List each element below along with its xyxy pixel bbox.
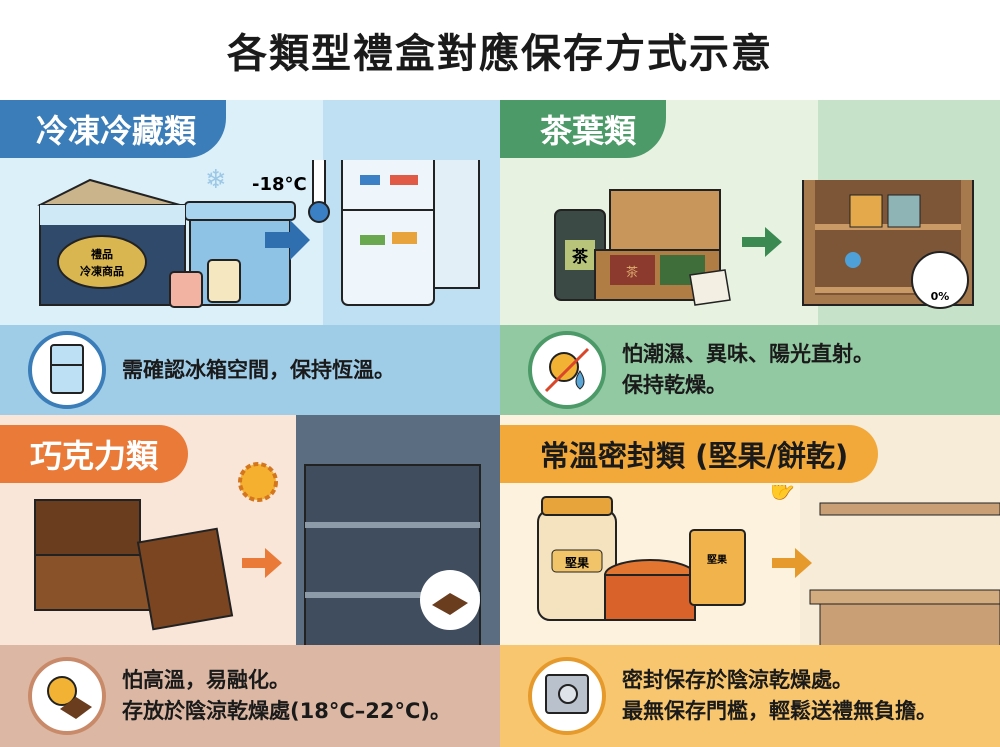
- svg-text:茶: 茶: [626, 264, 638, 279]
- panel-heading: 常溫密封類 (堅果/餅乾): [500, 425, 879, 483]
- water-drop-icon: [845, 252, 861, 268]
- sun-icon: [238, 462, 278, 502]
- info-strip: 需確認冰箱空間，保持恆溫。: [0, 325, 500, 415]
- panel-room-temp: 常溫密封類 (堅果/餅乾) 堅果 堅果 ✋ 密封保存於陰涼乾燥處。最無保存門檻，…: [500, 415, 1000, 747]
- svg-text:茶: 茶: [571, 247, 589, 266]
- info-strip: 怕潮濕、異味、陽光直射。保持乾燥。: [500, 325, 1000, 415]
- panel-chocolate: 巧克力類 怕高溫，易融化。存放於陰涼乾燥處(18°C–22°C)。: [0, 415, 500, 747]
- snack-bag-icon: 堅果: [689, 529, 746, 606]
- cookie-tin-icon: [604, 559, 696, 621]
- humidity-gauge-icon: 0%: [911, 251, 969, 309]
- note-line: 怕高溫，易融化。: [122, 668, 290, 692]
- arrow-right-icon: [772, 548, 812, 578]
- gift-box-label-line: 禮品: [91, 247, 113, 261]
- svg-text:0%: 0%: [931, 290, 950, 303]
- frozen-illustration: ❄ -18°C 禮品 冷凍商品: [37, 160, 480, 308]
- panel-heading: 茶葉類: [500, 100, 667, 158]
- safe-icon: [528, 657, 606, 735]
- info-strip: 怕高溫，易融化。存放於陰涼乾燥處(18°C–22°C)。: [0, 645, 500, 747]
- panel-tea: 茶葉類 茶 茶 0% 怕潮濕、異味、陽光直射。保持乾燥。: [500, 100, 1000, 415]
- gift-box-label: 禮品 冷凍商品: [57, 235, 147, 289]
- thermometer-icon: [308, 160, 330, 223]
- no-sun-moisture-icon: [528, 331, 606, 409]
- chocolate-illustration: [34, 462, 481, 645]
- note-line: 存放於陰涼乾燥處(18°C–22°C)。: [122, 699, 451, 723]
- page-title: 各類型禮盒對應保存方式示意: [227, 31, 773, 77]
- counter-shelf-icon: [809, 502, 1000, 645]
- gift-box-label-line: 冷凍商品: [80, 264, 124, 278]
- info-strip: 密封保存於陰涼乾燥處。最無保存門檻，輕鬆送禮無負擔。: [500, 645, 1000, 747]
- sun-chocolate-icon: [28, 657, 106, 735]
- fridge-icon: [28, 331, 106, 409]
- tea-illustration: 茶 茶 0%: [554, 180, 974, 309]
- arrow-right-icon: [742, 227, 782, 257]
- panel-frozen: 冷凍冷藏類 ❄ -18°C 禮品 冷凍商品 需確認冰箱空間，保持恆溫。: [0, 100, 500, 415]
- shelf-icon: [304, 464, 481, 645]
- ice-cream-cup-icon: [169, 271, 203, 308]
- ice-cream-cup-icon: [207, 259, 241, 303]
- note-line: 保持乾燥。: [622, 373, 727, 397]
- panel-heading: 巧克力類: [0, 425, 189, 483]
- arrow-right-icon: [265, 220, 310, 260]
- note-line: 怕潮濕、異味、陽光直射。: [622, 342, 874, 366]
- svg-text:堅果: 堅果: [707, 554, 728, 566]
- svg-text:堅果: 堅果: [565, 556, 589, 570]
- hand-wave-icon: ✋: [765, 485, 797, 502]
- note-line: 需確認冰箱空間，保持恆溫。: [122, 357, 395, 382]
- panel-heading: 冷凍冷藏類: [0, 100, 227, 158]
- fridge-icon: [341, 160, 480, 306]
- nuts-illustration: 堅果 堅果 ✋: [537, 485, 1000, 645]
- chocolate-bar-icon: [136, 527, 234, 631]
- temperature-label: -18°C: [252, 174, 307, 195]
- note-line: 密封保存於陰涼乾燥處。: [622, 668, 853, 692]
- snowflake-icon: ❄: [205, 165, 227, 195]
- arrow-right-icon: [242, 548, 282, 578]
- chocolate-box-icon: [34, 499, 156, 611]
- note-line: 最無保存門檻，輕鬆送禮無負擔。: [622, 699, 937, 723]
